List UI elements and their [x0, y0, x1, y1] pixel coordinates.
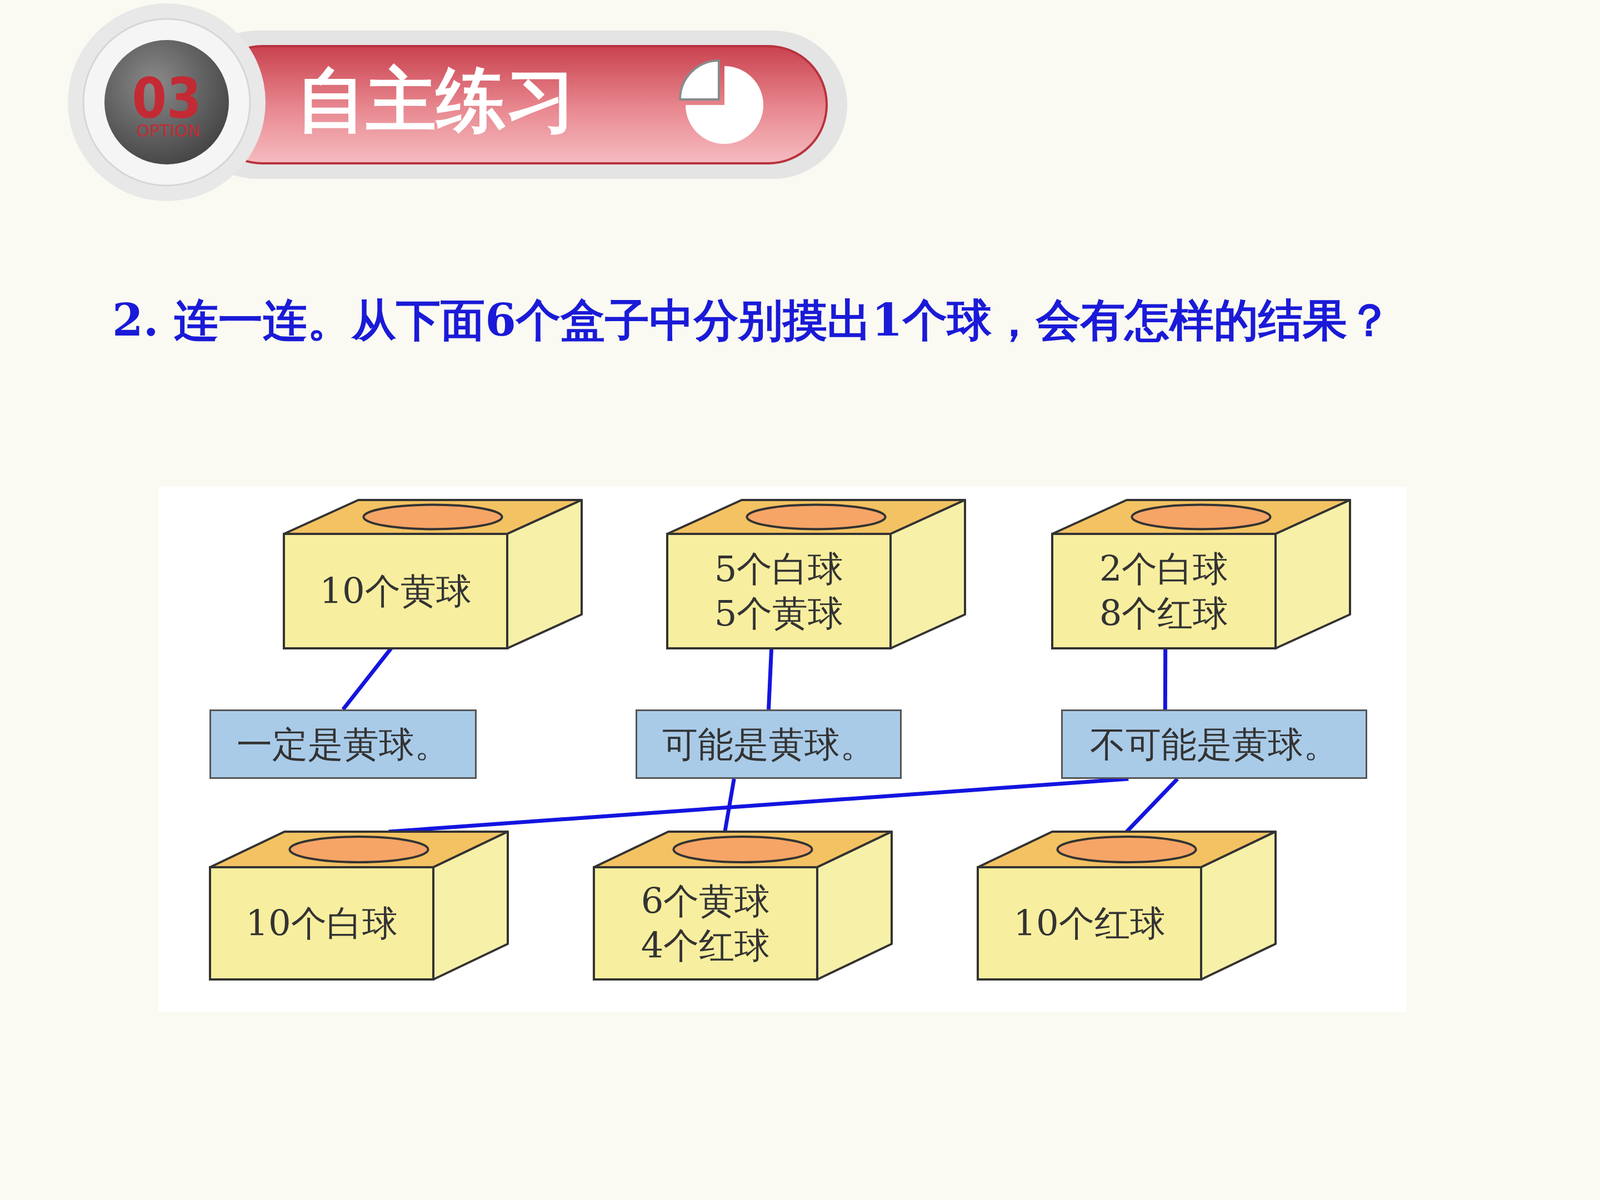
- question-text: 2. 连一连。从下面6个盒子中分别摸出1个球，会有怎样的结果？: [112, 287, 1407, 353]
- box-text: 6个黄球: [641, 878, 771, 924]
- connector-line: [343, 648, 392, 710]
- box-side: [1201, 831, 1276, 980]
- figure-panel: [158, 486, 1407, 1013]
- ball-box: 10个红球: [977, 831, 1276, 980]
- result-tag: 一定是黄球。: [209, 709, 477, 779]
- box-text: 10个黄球: [319, 568, 472, 614]
- box-text: 5个黄球: [714, 591, 844, 636]
- box-hole: [1057, 836, 1196, 863]
- box-face: 10个红球: [977, 867, 1202, 980]
- box-side: [433, 831, 508, 980]
- section-number: 03: [131, 71, 202, 127]
- box-face: 6个黄球4个红球: [593, 867, 818, 980]
- box-face: 2个白球8个红球: [1052, 533, 1276, 649]
- box-text: 2个白球: [1099, 546, 1229, 592]
- box-side: [817, 831, 892, 980]
- box-front: [593, 867, 818, 980]
- box-front: [667, 533, 891, 649]
- ball-box: 5个白球5个黄球: [667, 500, 965, 649]
- box-front: [210, 867, 434, 980]
- box-text: 5个白球: [714, 546, 844, 592]
- box-front: [283, 533, 508, 649]
- box-hole: [673, 836, 812, 863]
- box-face: 10个黄球: [283, 533, 508, 649]
- tag-text: 不可能是黄球。: [1090, 722, 1339, 767]
- badge-shadow: [67, 3, 266, 202]
- box-text: 4个红球: [641, 923, 771, 968]
- banner-title: 自主练习: [296, 65, 577, 136]
- tag-text: 一定是黄球。: [236, 722, 450, 767]
- box-front: [977, 867, 1202, 980]
- section-tag: OPTION: [136, 122, 201, 140]
- connector-line: [1163, 648, 1168, 710]
- box-text: 10个红球: [1013, 901, 1165, 946]
- box-hole: [746, 505, 885, 530]
- result-tag: 不可能是黄球。: [1061, 709, 1368, 779]
- ball-box: 10个黄球: [283, 500, 582, 649]
- box-side: [507, 500, 582, 649]
- box-face: 5个白球5个黄球: [667, 533, 891, 649]
- badge-disc: [104, 40, 229, 165]
- result-tag: 可能是黄球。: [635, 709, 902, 779]
- box-side: [1275, 500, 1350, 649]
- box-front: [1052, 533, 1276, 649]
- box-hole: [1131, 505, 1270, 530]
- box-hole: [289, 836, 428, 863]
- ball-box: 6个黄球4个红球: [593, 831, 892, 980]
- connector-line: [388, 778, 1129, 832]
- banner-shadow: [183, 30, 848, 179]
- pie-slice: [680, 60, 719, 100]
- box-hole: [363, 505, 502, 530]
- ball-box: 10个白球: [210, 831, 508, 980]
- box-side: [890, 500, 965, 649]
- tag-text: 可能是黄球。: [662, 722, 876, 767]
- box-text: 8个红球: [1099, 591, 1229, 636]
- banner-pill: [203, 46, 827, 164]
- box-face: 10个白球: [210, 867, 434, 980]
- connector-line: [1126, 778, 1178, 832]
- box-text: 10个白球: [245, 901, 398, 946]
- ball-box: 2个白球8个红球: [1052, 500, 1350, 649]
- badge-ring: [83, 18, 250, 186]
- connector-line: [768, 648, 772, 710]
